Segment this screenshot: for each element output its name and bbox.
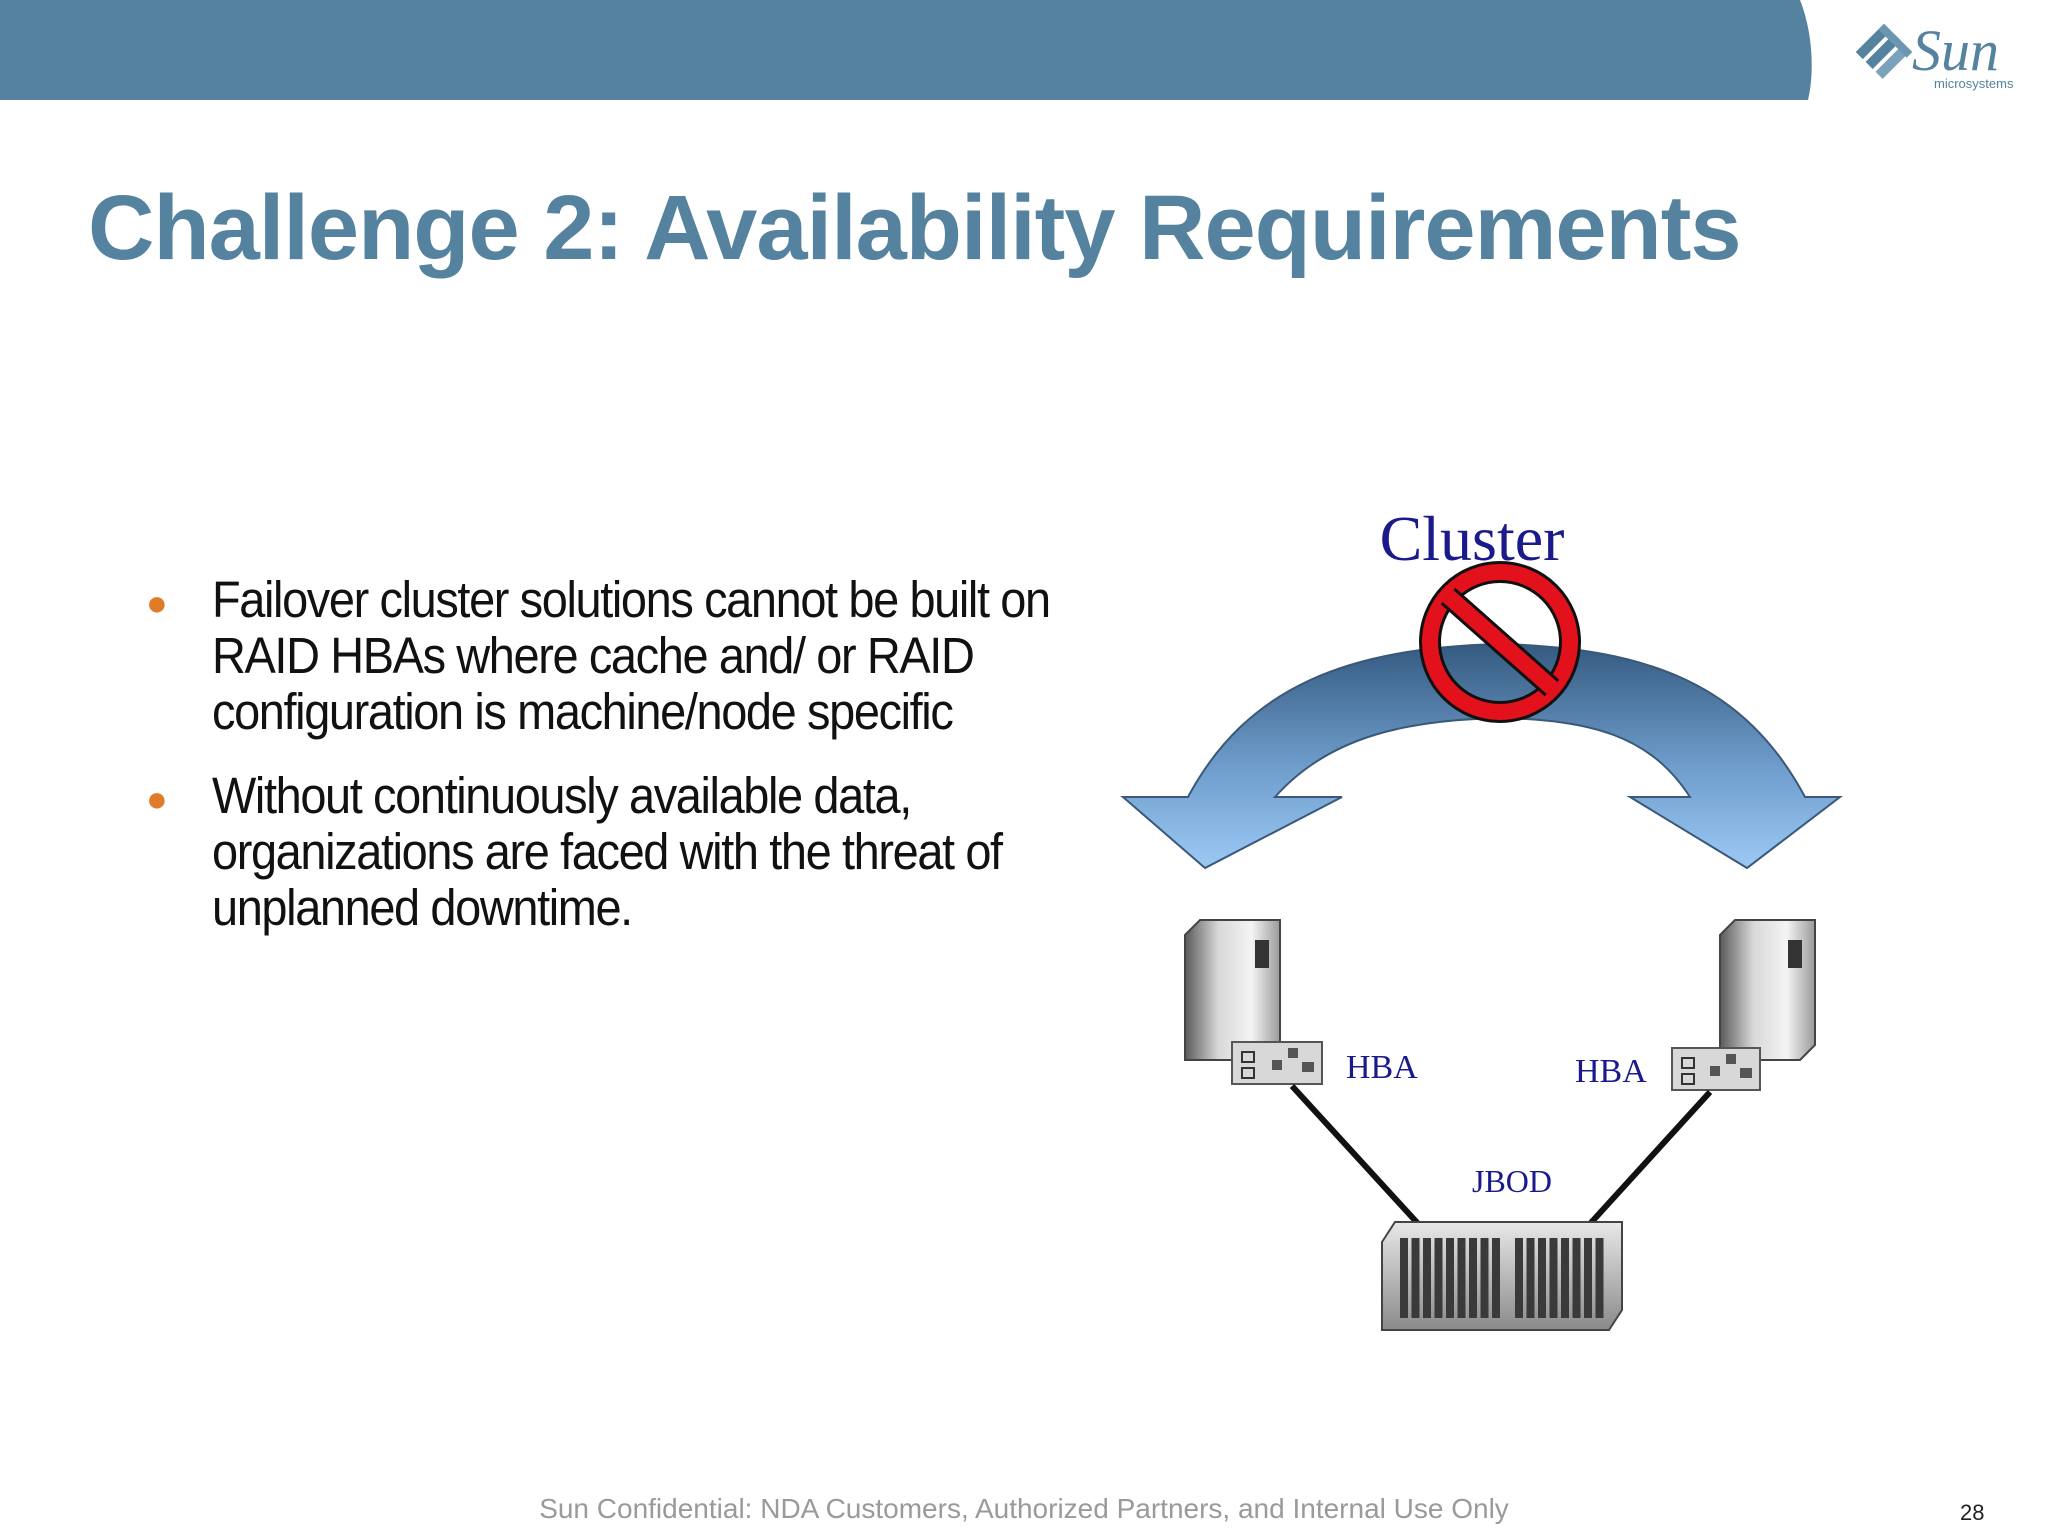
drive-bay (1480, 1238, 1489, 1318)
drive-bay (1446, 1238, 1454, 1318)
drive-bay (1492, 1238, 1500, 1318)
page-number: 28 (1960, 1500, 1985, 1525)
prohibition-sign-icon (1419, 561, 1581, 723)
hba-card-icon (1671, 1047, 1761, 1091)
right-cable (1585, 1089, 1713, 1229)
drive-bay (1400, 1238, 1408, 1318)
drive-bay (1515, 1238, 1523, 1318)
drive-bay (1572, 1238, 1581, 1318)
cluster-label: Cluster (1380, 503, 1565, 574)
drive-bay (1411, 1238, 1420, 1318)
server-icon (1184, 919, 1281, 1061)
drive-bay (1423, 1238, 1431, 1318)
confidential-footer: Sun Confidential: NDA Customers, Authori… (539, 1493, 1509, 1524)
bullet-text: Failover cluster solutions cannot be bui… (212, 571, 1051, 740)
drive-bay (1549, 1238, 1558, 1318)
hba-card-icon (1231, 1041, 1323, 1085)
drive-bay (1434, 1238, 1443, 1318)
curved-arrow-icon (1120, 642, 1843, 870)
slide-title: Challenge 2: Availability Requirements (88, 177, 1742, 279)
drive-bay (1595, 1238, 1604, 1318)
drive-bay (1469, 1238, 1477, 1318)
bullet-dot-icon: ● (146, 582, 168, 623)
bullet-item: ● Failover cluster solutions cannot be b… (140, 572, 1080, 740)
right-hba-label: HBA (1575, 1053, 1647, 1090)
sun-logo: Sun microsystems (1848, 14, 2038, 100)
drive-bay (1457, 1238, 1466, 1318)
left-cable (1289, 1083, 1425, 1231)
jbod-storage-icon (1381, 1221, 1623, 1331)
left-hba-label: HBA (1346, 1049, 1418, 1086)
header-banner (0, 0, 1812, 100)
bullet-list: ● Failover cluster solutions cannot be b… (140, 572, 1080, 964)
bullet-dot-icon: ● (146, 778, 168, 819)
drive-bay (1584, 1238, 1592, 1318)
drive-bay (1538, 1238, 1546, 1318)
drive-bay (1526, 1238, 1535, 1318)
server-icon (1719, 919, 1816, 1061)
bullet-text: Without continuously available data, org… (212, 767, 1003, 936)
logo-text: Sun (1912, 18, 1999, 83)
sun-logo-icon: Sun microsystems (1855, 18, 2014, 91)
logo-subtext: microsystems (1934, 76, 2014, 91)
bullet-item: ● Without continuously available data, o… (140, 768, 1080, 936)
jbod-label: JBOD (1472, 1163, 1552, 1199)
drive-bay (1561, 1238, 1569, 1318)
